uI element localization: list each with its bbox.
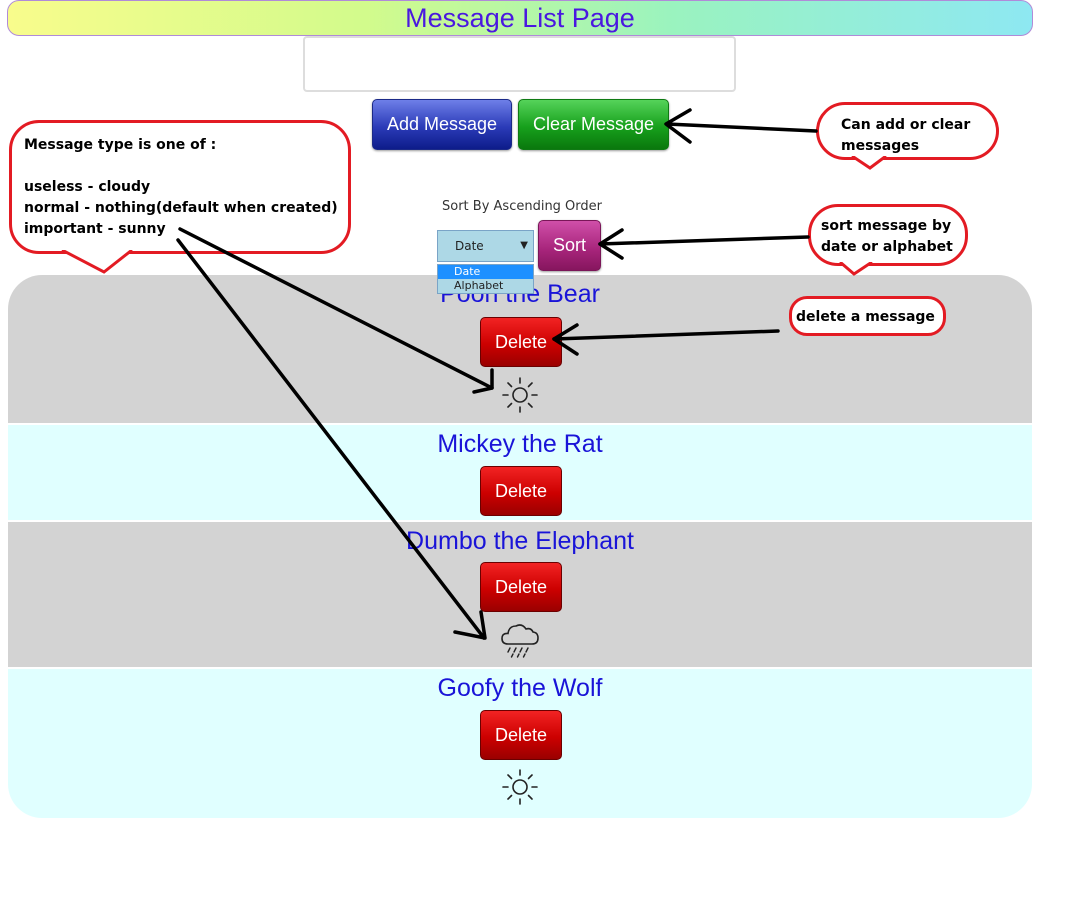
delete-button[interactable]: Delete bbox=[480, 317, 562, 367]
message-row: Dumbo the Elephant Delete bbox=[8, 522, 1032, 667]
callout-sort: sort message by date or alphabet bbox=[808, 204, 968, 266]
message-row: Goofy the Wolf Delete bbox=[8, 669, 1032, 818]
sort-select[interactable]: Date ▼ bbox=[437, 230, 534, 262]
sort-button[interactable]: Sort bbox=[538, 220, 601, 271]
delete-button[interactable]: Delete bbox=[480, 562, 562, 612]
delete-button[interactable]: Delete bbox=[480, 710, 562, 760]
callout-add-clear: Can add or clear messages bbox=[816, 102, 999, 160]
callout-sort-text: sort message by date or alphabet bbox=[821, 218, 953, 255]
chevron-down-icon: ▼ bbox=[520, 240, 528, 251]
callout-tail bbox=[61, 250, 133, 274]
callout-tail bbox=[851, 156, 887, 170]
callout-delete: delete a message bbox=[789, 296, 946, 336]
sort-label: Sort By Ascending Order bbox=[442, 199, 603, 214]
message-input[interactable] bbox=[303, 36, 736, 92]
callout-tail bbox=[839, 262, 873, 276]
sort-option-alphabet[interactable]: Alphabet bbox=[454, 279, 504, 292]
page-title: Message List Page bbox=[7, 0, 1033, 36]
sort-option-date[interactable]: Date bbox=[438, 265, 533, 279]
message-title: Dumbo the Elephant bbox=[406, 527, 634, 555]
message-title: Mickey the Rat bbox=[437, 430, 603, 458]
cloud-rain-icon bbox=[501, 624, 539, 658]
callout-delete-text: delete a message bbox=[796, 309, 935, 325]
sun-icon bbox=[502, 377, 538, 413]
delete-button[interactable]: Delete bbox=[480, 466, 562, 516]
sort-select-value: Date bbox=[455, 239, 484, 253]
callout-message-type: Message type is one of : useless - cloud… bbox=[9, 120, 351, 254]
sun-icon bbox=[502, 769, 538, 805]
message-list: Pooh the Bear Delete Mickey the Rat Dele… bbox=[8, 275, 1032, 818]
message-row: Mickey the Rat Delete bbox=[8, 425, 1032, 520]
sort-dropdown: Date Alphabet bbox=[437, 264, 534, 294]
add-message-button[interactable]: Add Message bbox=[372, 99, 512, 150]
callout-add-clear-text: Can add or clear messages bbox=[841, 117, 971, 154]
message-title: Goofy the Wolf bbox=[437, 674, 603, 702]
callout-message-type-text: Message type is one of : useless - cloud… bbox=[24, 137, 338, 237]
clear-message-button[interactable]: Clear Message bbox=[518, 99, 669, 150]
